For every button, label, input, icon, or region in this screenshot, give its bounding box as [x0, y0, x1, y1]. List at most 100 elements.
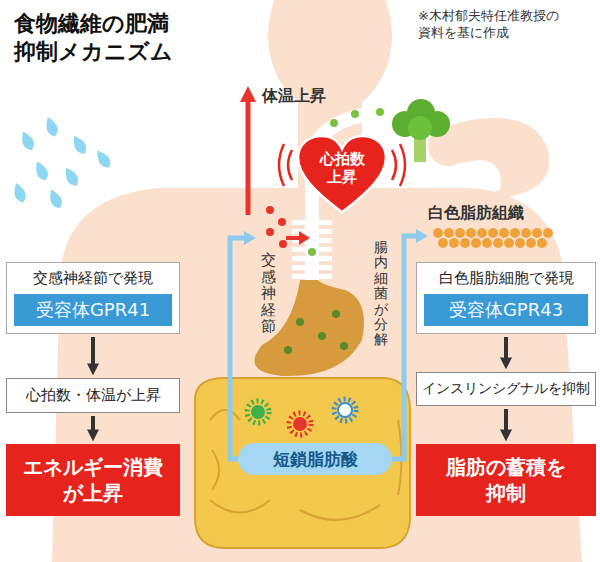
sweat-drops: [93, 147, 114, 170]
intestines: [212, 450, 219, 490]
fat-tissue: [488, 228, 498, 238]
sweat-drops: [11, 115, 114, 210]
intestines: [210, 410, 402, 520]
fat-tissue: [471, 238, 481, 248]
fat-tissue: [537, 238, 547, 248]
gut-bacteria: [293, 417, 307, 431]
fat-tissue: [449, 238, 459, 248]
fat-tissue: [482, 238, 492, 248]
acid-pathway: [416, 229, 428, 243]
gut-bacteria: [338, 403, 352, 417]
fat-tissue: [438, 238, 448, 248]
intestines: [210, 500, 270, 513]
fat-tissue: [499, 228, 509, 238]
fat-tissue: [433, 228, 553, 248]
nerve-signal: [278, 218, 286, 226]
acid-pathway: [230, 238, 246, 459]
intestines: [300, 505, 380, 520]
spine: [292, 220, 332, 279]
stomach: [296, 318, 304, 326]
gut-bacteria: [289, 413, 311, 435]
box-text: インスリンシグナルを抑制: [422, 380, 590, 398]
sweat-drops: [11, 181, 28, 204]
nerve-signal: [279, 240, 287, 248]
stomach: [284, 346, 292, 354]
spine: [292, 229, 332, 234]
band-text: 短鎖脂肪酸: [238, 443, 392, 475]
flow-arrow: [504, 337, 508, 361]
stomach: [318, 332, 326, 340]
stomach: [340, 342, 348, 350]
heartbeat-marks: [392, 150, 396, 180]
tissue-label: 白色脂肪組織: [428, 203, 524, 224]
heart-outline: [298, 136, 386, 212]
spine: [292, 265, 332, 270]
sweat-drops: [43, 115, 60, 138]
sweat-drops: [18, 129, 37, 152]
fat-tissue: [532, 228, 542, 238]
food-dots: [351, 110, 359, 118]
fat-tissue: [444, 228, 454, 238]
heart-shape: 心拍数 上昇: [298, 136, 386, 214]
result-text: 脂肪の蓄積を 抑制: [436, 454, 576, 506]
food-dots: [308, 248, 316, 256]
intestines: [195, 378, 410, 548]
flow-arrow: [91, 416, 95, 433]
diagram-title: 食物繊維の肥満 抑制メカニズム: [14, 10, 204, 65]
heartbeat-marks: [288, 150, 292, 180]
flow-arrow: [504, 409, 508, 433]
gut-bacteria: [334, 399, 356, 421]
effect-box: インスリンシグナルを抑制: [416, 372, 596, 406]
fat-tissue: [460, 238, 470, 248]
spine: [292, 256, 332, 261]
broccoli: [408, 116, 432, 140]
result-box: 脂肪の蓄積を 抑制: [416, 444, 596, 516]
nerve-signal: [266, 228, 274, 236]
temperature-arrow: [246, 100, 251, 215]
result-text: エネルギー消費 が上昇: [18, 454, 168, 506]
acid-pathway: [392, 236, 418, 459]
box-heading: 白色脂肪細胞で発現: [424, 269, 588, 288]
fat-tissue: [466, 228, 476, 238]
bacteria-label: 腸内細菌が分解: [374, 240, 388, 348]
sweat-drops: [32, 159, 51, 182]
intestines: [210, 410, 240, 420]
box-text: 心拍数・体温が上昇: [12, 386, 174, 405]
gut-bacteria: [247, 401, 269, 423]
broccoli: [392, 99, 450, 162]
acid-band: 短鎖脂肪酸: [238, 443, 392, 475]
receptor-name: 受容体GPR41: [14, 294, 172, 326]
fat-tissue: [526, 238, 536, 248]
nerve-signal: [266, 206, 310, 248]
heartbeat-marks: [400, 144, 405, 186]
fat-tissue: [493, 238, 503, 248]
nerve-signal: [286, 236, 300, 240]
fat-tissue: [510, 228, 520, 238]
result-box: エネルギー消費 が上昇: [6, 444, 180, 516]
sweat-drops: [61, 165, 81, 188]
temperature-arrow: [240, 86, 256, 215]
receptor-name: 受容体GPR43: [424, 294, 588, 326]
food-dots: [376, 108, 384, 116]
stomach: [284, 310, 348, 354]
source-note: ※木村郁夫特任准教授の 資料を基に作成: [418, 8, 570, 42]
fat-tissue: [521, 228, 531, 238]
heart-text: 心拍数 上昇: [316, 150, 368, 186]
acid-pathway: [244, 231, 256, 245]
gut-bacteria: [251, 405, 265, 419]
effect-label: 体温上昇: [262, 86, 326, 107]
heartbeat-marks: [279, 144, 284, 186]
acid-pathway: [230, 229, 428, 459]
temperature-arrow: [240, 86, 256, 102]
fat-tissue: [504, 238, 514, 248]
receptor-box: 白色脂肪細胞で発現受容体GPR43: [416, 262, 596, 334]
box-heading: 交感神経節で発現: [14, 269, 172, 288]
flow-arrow: [91, 337, 95, 367]
fat-tissue: [477, 228, 487, 238]
receptor-box: 交感神経節で発現受容体GPR41: [6, 262, 180, 334]
sweat-drops: [69, 133, 89, 156]
food-dots: [330, 119, 338, 127]
spine: [292, 220, 332, 225]
fat-tissue: [543, 228, 553, 238]
intestines: [195, 378, 410, 548]
